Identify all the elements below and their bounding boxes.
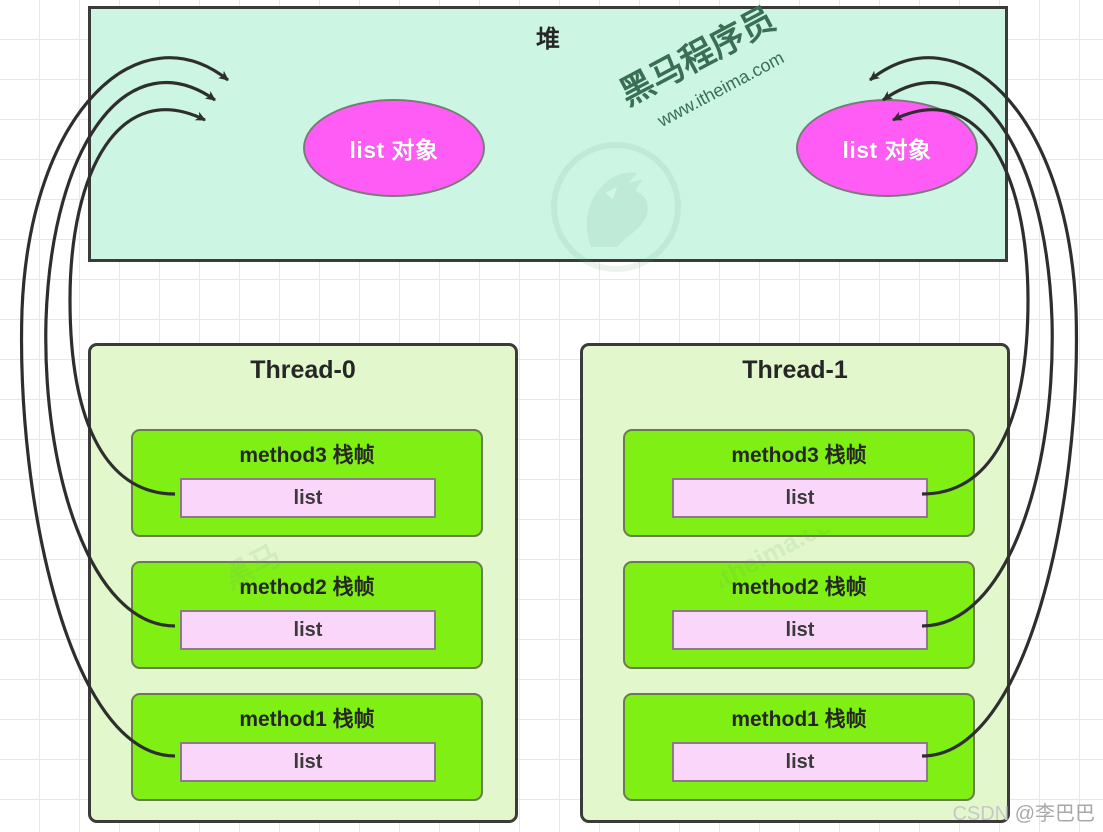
heap-region: 堆 黑马程序员 www.itheima.com list 对象 list 对象: [88, 0, 1008, 272]
thread-1-frame-method2: method2 栈帧 list: [623, 561, 975, 669]
frame-variable-list: list: [180, 742, 436, 782]
thread-1-frame-method1: method1 栈帧 list: [623, 693, 975, 801]
thread-0-frame-method1: method1 栈帧 list: [131, 693, 483, 801]
variable-label: list: [785, 618, 815, 641]
variable-label: list: [293, 618, 323, 641]
frame-variable-list: list: [672, 742, 928, 782]
frame-variable-list: list: [180, 610, 436, 650]
frame-title: method2 栈帧: [239, 576, 375, 599]
thread-0-frame-method3: method3 栈帧 list: [131, 429, 483, 537]
thread-1-frame-method3: method3 栈帧 list: [623, 429, 975, 537]
heap-object-right-label: list 对象: [842, 137, 932, 163]
frame-title: method2 栈帧: [731, 576, 867, 599]
frame-title: method1 栈帧: [239, 708, 375, 731]
frame-title: method3 栈帧: [239, 444, 375, 467]
thread-0-frame-method2: method2 栈帧 list: [131, 561, 483, 669]
frame-variable-list: list: [672, 610, 928, 650]
thread-0-title: Thread-0: [250, 356, 356, 384]
frame-title: method1 栈帧: [731, 708, 867, 731]
variable-label: list: [293, 486, 323, 509]
thread-1-title: Thread-1: [742, 356, 848, 384]
csdn-label: CSDN: [952, 803, 1010, 825]
heap-object-left: list 对象: [303, 99, 485, 197]
csdn-author: @李巴巴: [1014, 803, 1095, 825]
csdn-watermark: CSDN @李巴巴: [952, 797, 1095, 826]
thread-1-region: Thread-1 method3 栈帧 list method2 栈帧 list…: [580, 343, 1010, 823]
frame-variable-list: list: [672, 478, 928, 518]
frame-variable-list: list: [180, 478, 436, 518]
thread-0-region: Thread-0 method3 栈帧 list method2 栈帧 list…: [88, 343, 518, 823]
variable-label: list: [293, 750, 323, 773]
heap-object-left-label: list 对象: [349, 137, 439, 163]
heap-object-right: list 对象: [796, 99, 978, 197]
heap-title: 堆: [536, 26, 560, 53]
watermark-logo: [521, 129, 821, 279]
variable-label: list: [785, 486, 815, 509]
frame-title: method3 栈帧: [731, 444, 867, 467]
variable-label: list: [785, 750, 815, 773]
